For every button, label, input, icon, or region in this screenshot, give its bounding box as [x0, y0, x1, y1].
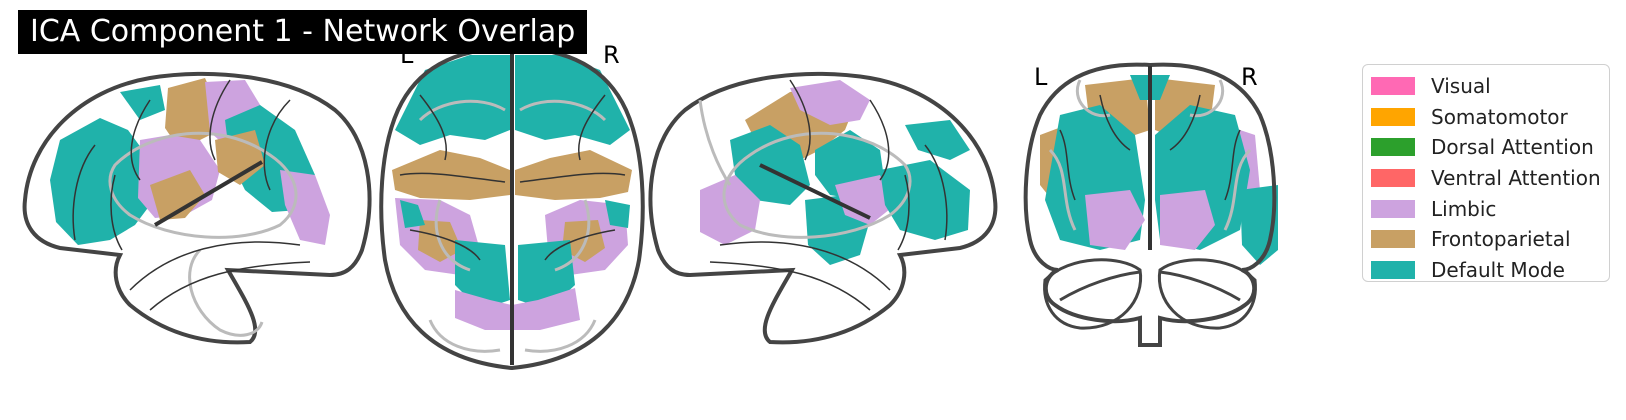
sagittal-right-sulci: [709, 79, 948, 311]
sagittal-right-blobs: [700, 80, 970, 265]
legend-item-dorsal-attention: Dorsal Attention: [1371, 132, 1609, 163]
legend-label-limbic: Limbic: [1431, 196, 1497, 221]
axial-view: L R: [379, 41, 645, 371]
network-legend: Visual Somatomotor Dorsal Attention Vent…: [1362, 64, 1610, 282]
legend-label-dorsal-attention: Dorsal Attention: [1431, 135, 1594, 160]
axial-contours: [418, 99, 607, 353]
coronal-left-label: L: [1034, 63, 1048, 91]
legend-item-somatomotor: Somatomotor: [1371, 102, 1609, 133]
sagittal-left-sulci: [72, 79, 311, 311]
sagittal-right-contours: [698, 99, 912, 239]
axial-right-label: R: [603, 41, 620, 69]
sagittal-left-blobs: [50, 78, 330, 245]
coronal-contours: [1048, 79, 1252, 231]
legend-label-visual: Visual: [1431, 74, 1491, 99]
legend-item-frontoparietal: Frontoparietal: [1371, 224, 1609, 255]
legend-label-frontoparietal: Frontoparietal: [1431, 227, 1571, 252]
legend-swatch-default-mode: [1371, 260, 1415, 279]
axial-sulci: [399, 94, 626, 261]
legend-swatch-somatomotor: [1371, 107, 1415, 126]
figure-title: ICA Component 1 - Network Overlap: [18, 10, 588, 54]
legend-swatch-dorsal-attention: [1371, 138, 1415, 157]
legend-label-ventral-attention: Ventral Attention: [1431, 166, 1601, 191]
axial-outline: [379, 45, 645, 371]
legend-label-default-mode: Default Mode: [1431, 257, 1565, 282]
coronal-outline: [1023, 62, 1277, 347]
sagittal-left-outline: [22, 71, 372, 345]
coronal-view: L R: [1023, 62, 1278, 347]
legend-swatch-visual: [1371, 77, 1415, 96]
sagittal-right-outline: [648, 71, 998, 345]
coronal-right-label: R: [1241, 63, 1258, 91]
legend-swatch-ventral-attention: [1371, 169, 1415, 188]
legend-item-visual: Visual: [1371, 71, 1609, 102]
legend-swatch-frontoparietal: [1371, 230, 1415, 249]
legend-label-somatomotor: Somatomotor: [1431, 104, 1568, 129]
sagittal-right-view: [648, 71, 998, 345]
legend-item-default-mode: Default Mode: [1371, 255, 1609, 286]
sagittal-left-view: [22, 71, 372, 345]
legend-item-ventral-attention: Ventral Attention: [1371, 163, 1609, 194]
coronal-sulci: [1059, 94, 1241, 201]
sagittal-left-contours: [108, 131, 298, 337]
coronal-blobs: [1040, 75, 1278, 265]
legend-item-limbic: Limbic: [1371, 193, 1609, 224]
legend-swatch-limbic: [1371, 199, 1415, 218]
coronal-cerebellum: [1043, 258, 1257, 330]
